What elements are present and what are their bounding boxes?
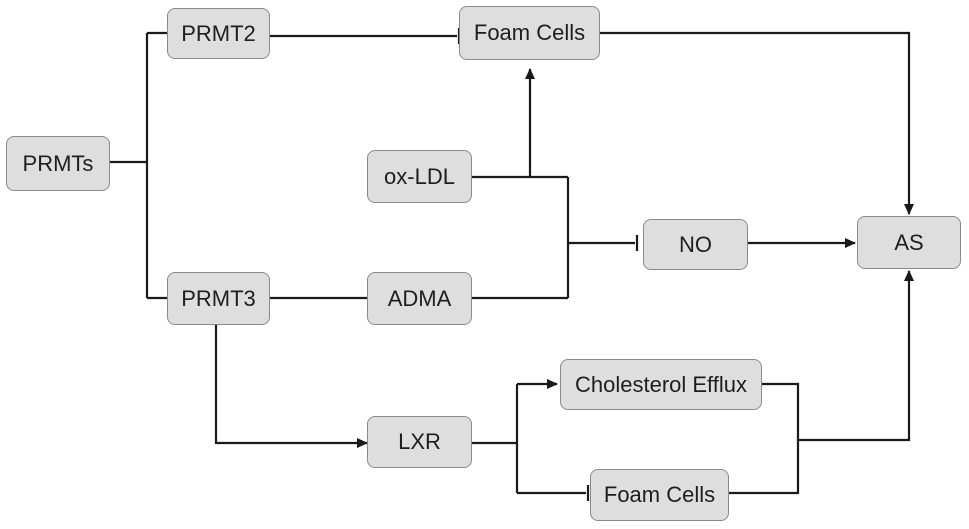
edge-prmt3-to-lxr: [214, 325, 368, 448]
node-prmt3: PRMT3: [167, 272, 270, 325]
node-cholesterol-efflux: Cholesterol Efflux: [560, 359, 762, 410]
edge-foam-cells-to-as: [600, 31, 914, 215]
node-lxr: LXR: [367, 416, 472, 468]
node-adma: ADMA: [367, 272, 472, 325]
node-foam-cells-bottom: Foam Cells: [590, 469, 729, 521]
edge-cholesterol-efflux-merge: [729, 382, 800, 495]
node-prmts: PRMTs: [6, 136, 110, 191]
node-as: AS: [857, 216, 961, 269]
edge-bottom-merge-to-as: [798, 270, 914, 442]
node-foam-cells-top: Foam Cells: [459, 6, 600, 60]
node-no: NO: [643, 219, 748, 270]
node-ox-ldl: ox-LDL: [367, 150, 472, 203]
node-prmt2: PRMT2: [167, 8, 270, 59]
